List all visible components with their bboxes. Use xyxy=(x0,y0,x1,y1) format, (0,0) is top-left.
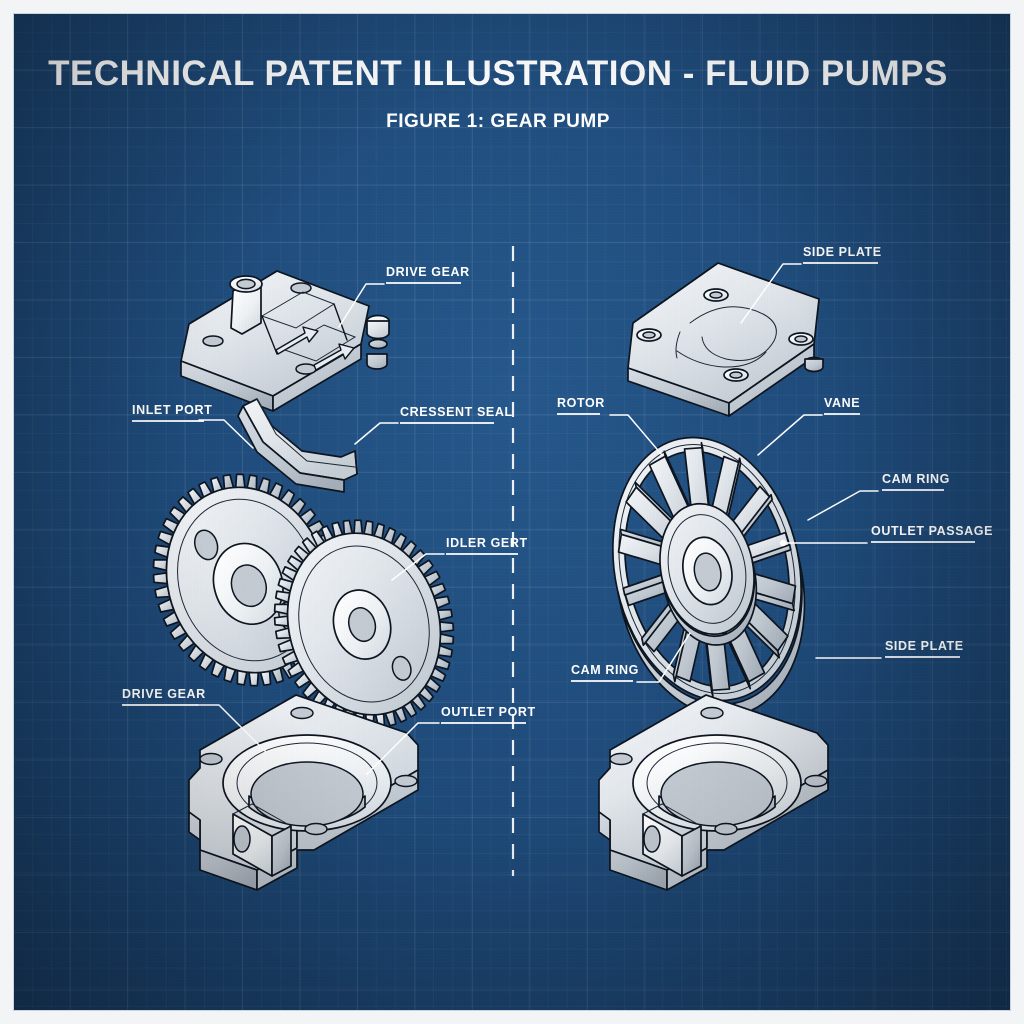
callout-label: SIDE PLATE xyxy=(803,245,882,259)
callout-label: VANE xyxy=(824,396,860,410)
callout-vane: VANE xyxy=(824,396,860,415)
callout-crescent-seal: CRESSENT SEAL xyxy=(400,405,513,424)
callout-drive-gear-top: DRIVE GEAR xyxy=(386,265,470,284)
figure-gear-pump xyxy=(152,270,455,891)
title-block: TECHNICAL PATENT ILLUSTRATION - FLUID PU… xyxy=(48,54,948,132)
callout-label: SIDE PLATE xyxy=(885,639,964,653)
callout-label: IDLER GERT xyxy=(446,536,528,550)
callout-label: OUTLET PASSAGE xyxy=(871,524,993,538)
callout-label: DRIVE GEAR xyxy=(386,265,470,279)
callout-idler-gear: IDLER GERT xyxy=(446,536,528,555)
callout-rotor: ROTOR xyxy=(557,396,605,415)
part-side-plate xyxy=(627,262,824,417)
callout-side-plate-top: SIDE PLATE xyxy=(803,245,882,264)
shaft-fastener xyxy=(366,314,390,370)
callout-label: OUTLET PORT xyxy=(441,705,536,719)
callout-label: DRIVE GEAR xyxy=(122,687,206,701)
callout-label: CAM RING xyxy=(882,472,950,486)
callout-inlet-port: INLET PORT xyxy=(132,403,212,422)
blueprint-frame: TECHNICAL PATENT ILLUSTRATION - FLUID PU… xyxy=(14,14,1010,1010)
callouts-right xyxy=(609,263,882,683)
figure-vane-pump xyxy=(598,262,882,891)
callout-cam-ring-right: CAM RING xyxy=(882,472,950,491)
callout-outlet-passage: OUTLET PASSAGE xyxy=(871,524,993,543)
page-title: TECHNICAL PATENT ILLUSTRATION - FLUID PU… xyxy=(48,54,948,93)
label-layer: DRIVE GEAR INLET PORT CRESSENT SEAL IDLER G… xyxy=(122,245,993,724)
part-vane-rotor xyxy=(617,441,797,699)
figure-subtitle: FIGURE 1: GEAR PUMP xyxy=(386,111,610,132)
part-crescent-seal xyxy=(237,398,358,493)
callout-label: CRESSENT SEAL xyxy=(400,405,513,419)
callout-label: ROTOR xyxy=(557,396,605,410)
callout-outlet-port: OUTLET PORT xyxy=(441,705,536,724)
callout-label: INLET PORT xyxy=(132,403,212,417)
part-cover-plate xyxy=(180,270,390,412)
part-pump-housing-right xyxy=(598,694,829,891)
callout-label: CAM RING xyxy=(571,663,639,677)
callout-side-plate-bot: SIDE PLATE xyxy=(885,639,964,658)
part-idler-gear xyxy=(273,519,455,729)
illustration-canvas: TECHNICAL PATENT ILLUSTRATION - FLUID PU… xyxy=(48,54,993,891)
part-pump-housing-left xyxy=(188,694,419,891)
callout-drive-gear-bot: DRIVE GEAR xyxy=(122,687,206,706)
callout-cam-ring-left: CAM RING xyxy=(571,663,639,682)
flow-arrow-out xyxy=(313,343,355,371)
flow-arrow-in xyxy=(275,326,319,355)
callouts-left xyxy=(196,283,445,775)
side-plate-bolt-holes xyxy=(636,288,814,382)
